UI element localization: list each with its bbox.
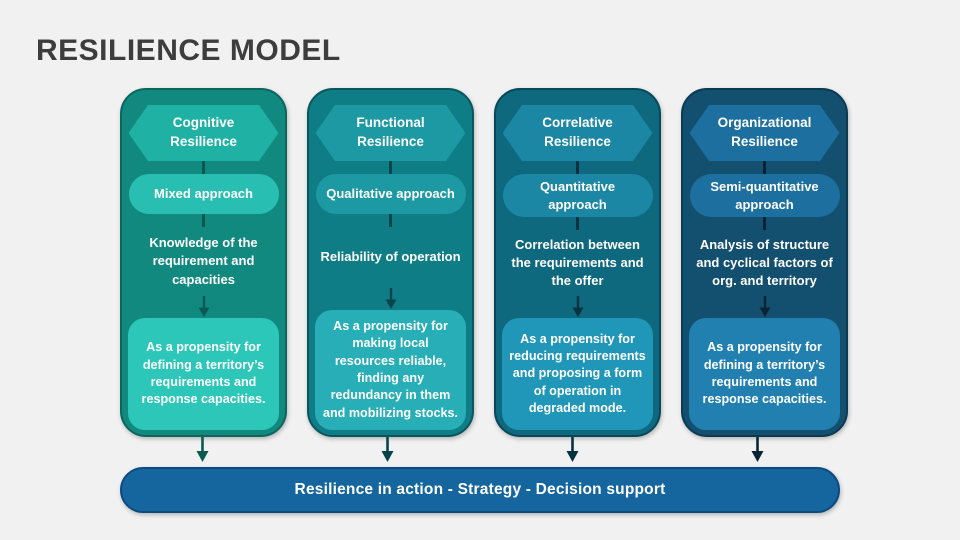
column-cognitive-resilience: Cognitive Resilience Mixed approach Know… — [120, 88, 287, 437]
arrow-down-icon — [758, 296, 772, 318]
approach-label: Qualitative approach — [326, 186, 455, 202]
footer-label: Resilience in action - Strategy - Decisi… — [294, 481, 666, 498]
column-header-hexagon: Cognitive Resilience — [128, 105, 279, 161]
slide-title: RESILIENCE MODEL — [36, 34, 341, 68]
approach-pill: Qualitative approach — [315, 174, 466, 214]
column-organizational-resilience: Organizational Resilience Semi-quantitat… — [681, 88, 848, 437]
propensity-box: As a propensity for defining a territory… — [128, 318, 279, 430]
connector-line — [202, 161, 205, 174]
arrow-down-icon — [120, 437, 285, 465]
column-description: Reliability of operation — [320, 249, 461, 265]
column-header-hexagon: Organizational Resilience — [689, 105, 840, 161]
approach-pill: Quantitative approach — [502, 174, 653, 218]
connector-line — [389, 161, 392, 174]
column-correlative-resilience: Correlative Resilience Quantitative appr… — [494, 88, 661, 437]
column-description: Analysis of structure and cyclical facto… — [696, 236, 833, 289]
arrow-down-icon — [571, 296, 585, 318]
arrow-down-icon — [675, 437, 840, 465]
arrow-down-icon — [305, 437, 470, 465]
arrow-down-icon — [384, 287, 398, 310]
connector-line — [576, 161, 579, 174]
connector-line — [202, 214, 205, 227]
propensity-box: As a propensity for making local resourc… — [315, 309, 466, 430]
column-functional-resilience: Functional Resilience Qualitative approa… — [307, 88, 474, 437]
approach-label: Mixed approach — [154, 186, 253, 202]
column-title: Functional Resilience — [356, 115, 425, 149]
column-description: Correlation between the requirements and… — [511, 236, 644, 289]
column-title: Correlative Resilience — [542, 115, 613, 149]
propensity-box: As a propensity for defining a territory… — [689, 318, 840, 430]
arrow-down-icon — [197, 296, 211, 318]
column-title: Cognitive Resilience — [170, 115, 237, 149]
column-title: Organizational Resilience — [717, 115, 812, 149]
arrow-down-icon — [490, 437, 655, 465]
connector-line — [576, 217, 579, 231]
column-header-hexagon: Functional Resilience — [315, 105, 466, 161]
propensity-box: As a propensity for reducing requirement… — [502, 318, 653, 430]
connector-line — [389, 214, 392, 227]
approach-label: Quantitative approach — [539, 179, 616, 212]
footer-bar: Resilience in action - Strategy - Decisi… — [120, 467, 840, 513]
card-to-footer-arrows — [120, 437, 840, 465]
column-header-hexagon: Correlative Resilience — [502, 105, 653, 161]
approach-pill: Mixed approach — [128, 174, 279, 214]
column-description: Knowledge of the requirement and capacit… — [149, 235, 258, 287]
connector-line — [763, 161, 766, 174]
approach-label: Semi-quantitative approach — [710, 179, 819, 212]
columns-container: Cognitive Resilience Mixed approach Know… — [120, 88, 848, 437]
connector-line — [763, 217, 766, 231]
approach-pill: Semi-quantitative approach — [689, 174, 840, 218]
